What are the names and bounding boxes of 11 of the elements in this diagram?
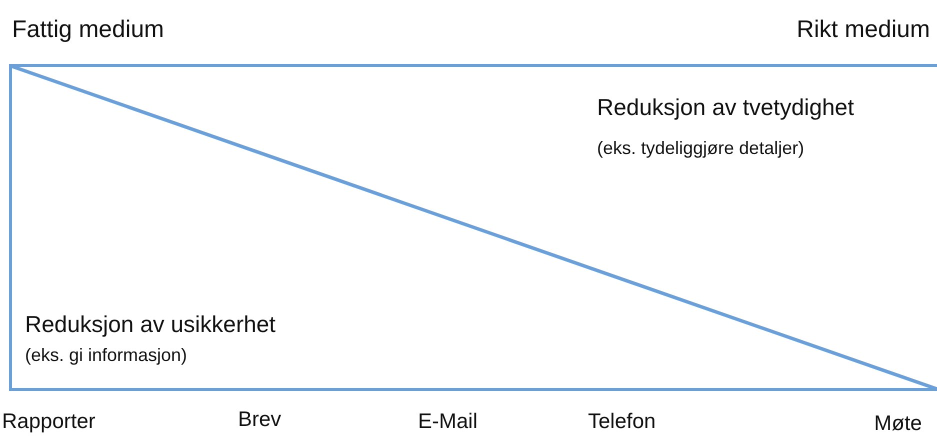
region-note: (eks. gi informasjon)	[25, 345, 188, 366]
medium-label: Rapporter	[2, 410, 96, 434]
region-heading: Reduksjon av usikkerhet	[25, 311, 276, 338]
medium-label: Telefon	[588, 410, 656, 434]
region-note: (eks. tydeliggjøre detaljer)	[597, 138, 804, 159]
medium-label: Brev	[238, 408, 282, 432]
axis-end-label: Fattig medium	[12, 16, 164, 44]
axis-end-label: Rikt medium	[796, 16, 930, 44]
medium-label: Møte	[874, 412, 922, 436]
medium-label: E-Mail	[418, 410, 478, 434]
region-heading: Reduksjon av tvetydighet	[597, 94, 854, 120]
